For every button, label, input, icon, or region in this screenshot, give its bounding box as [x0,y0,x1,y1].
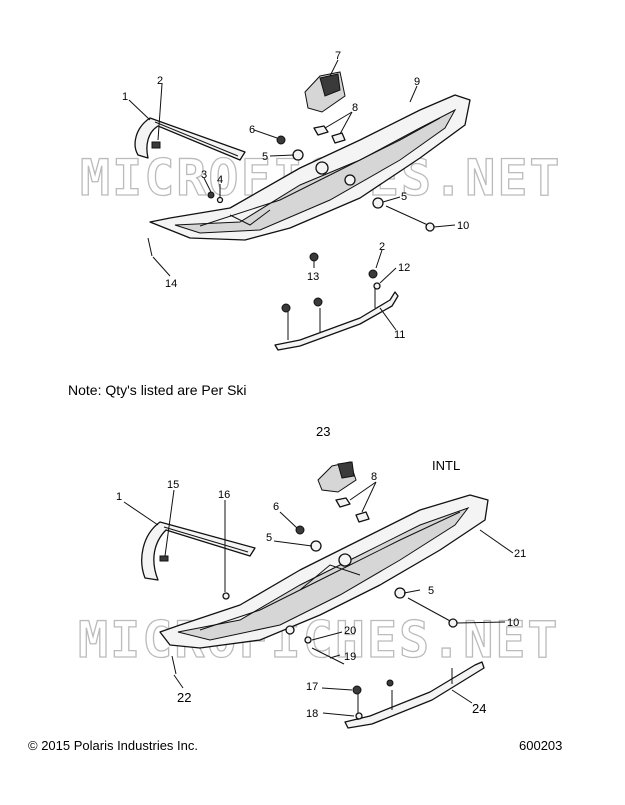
callout-6-top: 6 [249,124,255,136]
callout-4-top: 4 [217,174,223,186]
stud-12-top [373,282,381,290]
bolt-10-bottom [407,597,458,628]
handle-clip-top [151,141,161,149]
bushings-top [313,125,346,144]
document-number: 600203 [519,738,563,753]
callout-1-bottom: 1 [116,491,122,503]
ski-handle-top [134,117,246,161]
callout-24: 24 [472,701,486,716]
bolt-19 [311,647,345,665]
callout-5b-bottom: 5 [428,585,434,597]
callout-23: 23 [316,424,330,439]
callouts-bottom: 1 15 16 23 8 6 5 5 10 21 20 19 17 18 22 … [116,424,526,720]
bushings-bottom [335,497,370,523]
callout-20: 20 [344,625,356,637]
callout-18: 18 [306,708,318,720]
callout-1-top: 1 [122,91,128,103]
washer-5b-bottom [394,587,406,599]
callout-16: 16 [218,489,230,501]
bolt-14-top [147,237,153,257]
callout-5-top: 5 [262,151,268,163]
wear-bar-top [274,288,399,351]
ski-saddle-top [304,71,346,113]
nut-2b-top [368,269,378,279]
callout-22: 22 [177,690,191,705]
bolt-22 [171,655,177,675]
nut-3-top [207,191,215,199]
quantity-note: Note: Qty's listed are Per Ski [68,382,247,398]
watermark-bottom: MICROFICHES.NET [78,611,560,669]
washer-5b-top [372,197,384,209]
callout-21: 21 [514,548,526,560]
ski-body-bottom [159,494,489,649]
handle-nut-16 [222,592,230,600]
callout-6-bottom: 6 [273,501,279,513]
callout-17: 17 [306,681,318,693]
callout-11-top: 11 [394,329,405,341]
washer-6-bottom [295,525,305,535]
bolt-10-top [385,205,435,232]
stud-18 [355,712,363,720]
nut-11b-top [313,297,323,307]
handle-clip-15 [159,555,169,562]
nut-13-top [309,252,319,262]
nut-11a-top [281,303,291,313]
callout-7-top: 7 [335,50,341,62]
callout-8-bottom: 8 [371,471,377,483]
region-label: INTL [432,458,461,473]
callout-5b-top: 5 [401,191,407,203]
washer-6-top [276,135,286,145]
callout-13-top: 13 [307,271,319,283]
ski-saddle-bottom [317,461,357,493]
leader-lines-top [128,59,456,331]
leader-lines-bottom [123,481,514,717]
washer-5-top [292,149,304,161]
ski-handle-bottom [141,521,256,581]
nut-24a [386,679,394,687]
callout-19: 19 [344,651,356,663]
callout-10-bottom: 10 [507,617,519,629]
nut-20 [304,636,312,644]
callout-10-top: 10 [457,220,469,232]
callout-9-top: 9 [414,76,420,88]
callout-8-top: 8 [352,102,358,114]
nut-17 [352,685,362,695]
callout-15: 15 [167,479,179,491]
wear-bar-bottom [344,661,485,729]
copyright-text: © 2015 Polaris Industries Inc. [28,738,198,753]
callout-5-bottom: 5 [266,532,272,544]
callout-12-top: 12 [398,262,410,274]
callout-14-top: 14 [165,278,177,290]
callout-2b-top: 2 [379,241,385,253]
callout-3-top: 3 [201,169,207,181]
washer-5-bottom [310,540,322,552]
nut-4-top [216,196,224,204]
callouts-top: 1 2 3 4 5 5 6 7 8 9 10 11 12 13 14 2 [122,50,469,341]
ski-body-top [149,94,471,241]
callout-2-top: 2 [157,75,163,87]
